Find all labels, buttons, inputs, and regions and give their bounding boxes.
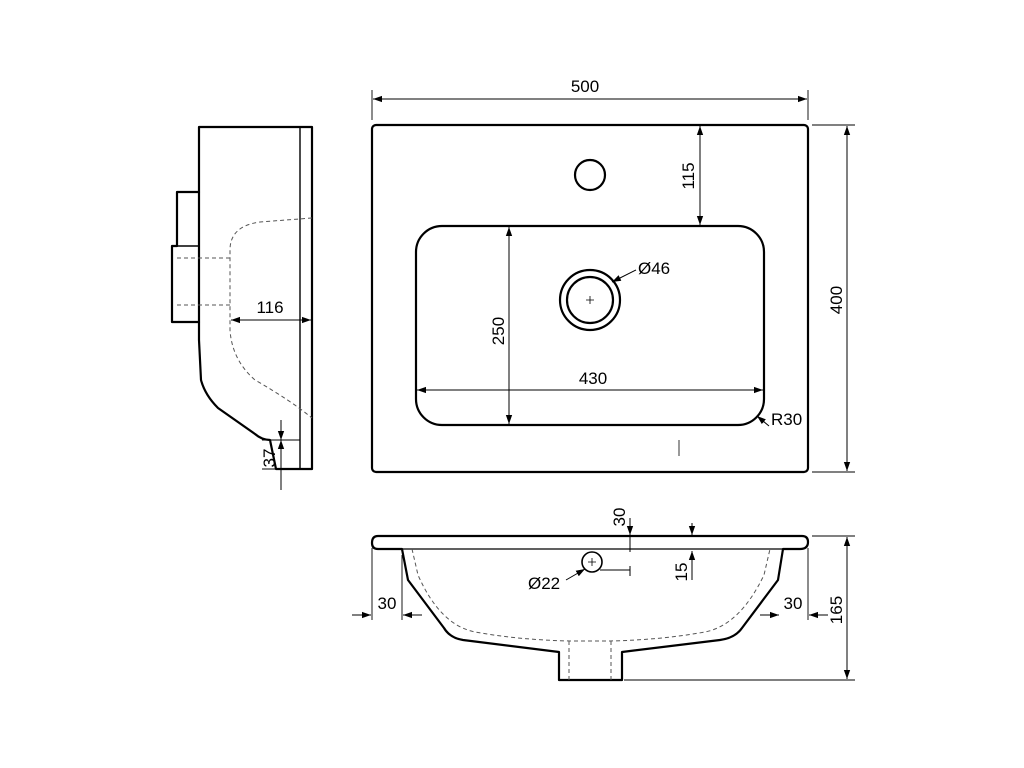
side-view-dim-37-label: 37 bbox=[260, 449, 279, 468]
top-view: 500 400 115 250 430 Ø46 R30 bbox=[370, 77, 855, 474]
overflow-center-mark bbox=[588, 558, 596, 566]
dim-430-label: 430 bbox=[579, 369, 607, 388]
side-view-overflow-block bbox=[170, 190, 201, 324]
front-view: 30 30 30 15 Ø22 165 bbox=[352, 508, 855, 682]
front-view-outline bbox=[370, 534, 810, 682]
top-view-bowl bbox=[414, 224, 766, 427]
side-view-hidden-bowl bbox=[229, 217, 313, 419]
dim-115-label: 115 bbox=[679, 162, 698, 189]
dim-500-label: 500 bbox=[571, 77, 599, 96]
side-view-hidden-drain bbox=[177, 257, 230, 306]
side-view-dim-116-label: 116 bbox=[256, 298, 283, 317]
drain-leader bbox=[611, 269, 637, 283]
front-dim-rim-30-label: 30 bbox=[610, 508, 629, 527]
dim-250-label: 250 bbox=[489, 317, 508, 345]
drain-diameter-label: Ø46 bbox=[638, 259, 670, 278]
front-dim-right-30-label: 30 bbox=[784, 594, 803, 613]
radius-leader bbox=[756, 415, 770, 427]
tap-hole-circle bbox=[573, 158, 607, 192]
overflow-diameter-label: Ø22 bbox=[528, 574, 560, 593]
front-view-hidden-bowl bbox=[411, 548, 771, 642]
front-dim-left-30-label: 30 bbox=[378, 594, 397, 613]
overflow-hole-circle bbox=[581, 551, 603, 573]
overflow-leader bbox=[565, 568, 586, 581]
front-view-hidden-drain bbox=[568, 641, 612, 680]
side-view: 116 37 bbox=[170, 125, 314, 490]
drain-center-mark bbox=[586, 296, 594, 304]
drain-inner-circle bbox=[565, 275, 615, 325]
dim-400-label: 400 bbox=[827, 286, 846, 314]
top-view-outline bbox=[370, 123, 810, 474]
drain-outer-circle bbox=[558, 268, 622, 332]
radius-label: R30 bbox=[771, 410, 802, 429]
front-dim-165-label: 165 bbox=[827, 596, 846, 624]
front-dim-15-label: 15 bbox=[672, 563, 691, 582]
